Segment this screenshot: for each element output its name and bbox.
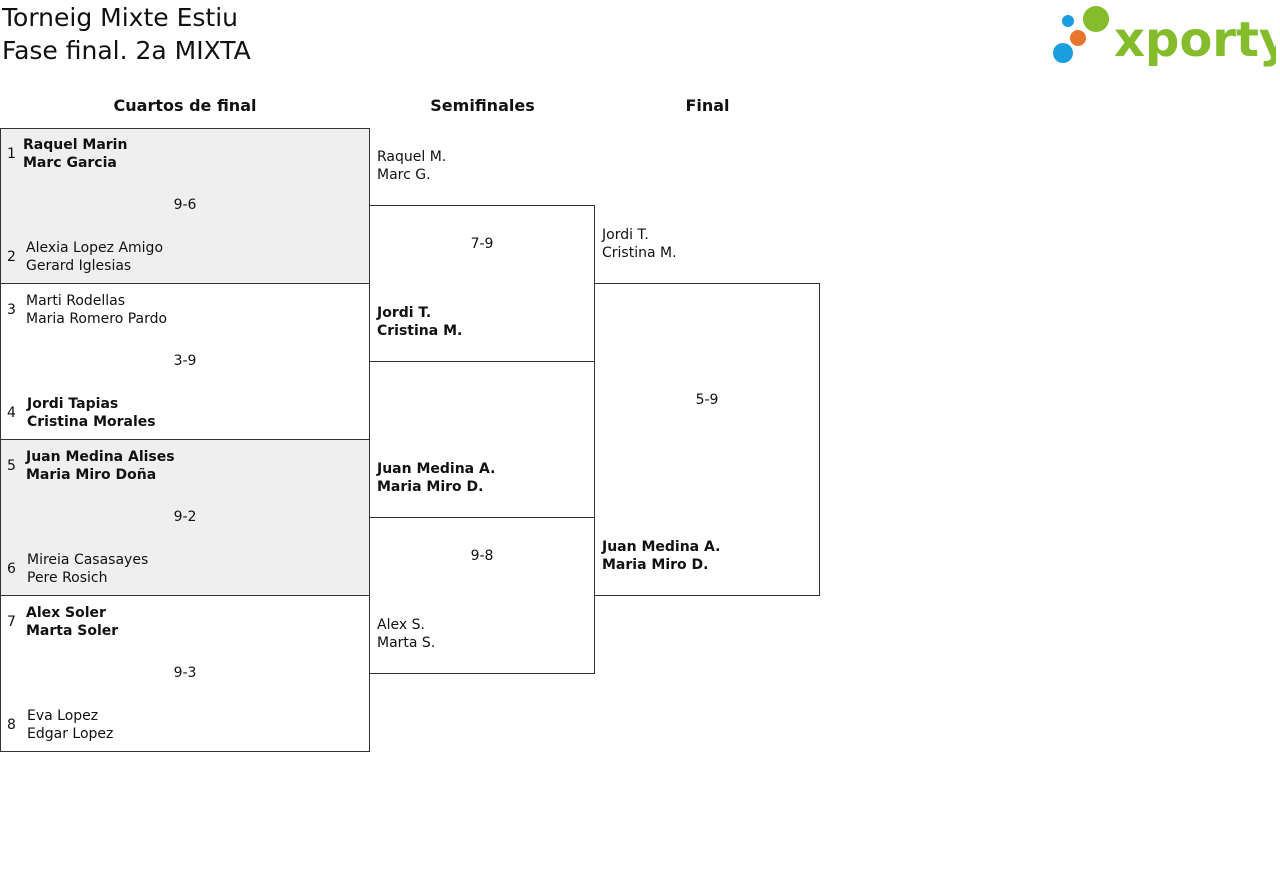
tournament-title: Torneig Mixte Estiu <box>2 3 238 32</box>
round-header-final: Final <box>685 96 730 115</box>
player-name[interactable]: Marti Rodellas <box>26 293 126 309</box>
match-score: 9-3 <box>173 665 197 681</box>
player-name[interactable]: Pere Rosich <box>27 570 108 586</box>
seed-number: 8 <box>7 717 16 733</box>
player-name[interactable]: Cristina M. <box>602 245 677 261</box>
logo-dot-orange <box>1070 30 1086 46</box>
xporty-logo-mark: xporty <box>1053 6 1280 68</box>
seed-number: 1 <box>7 146 16 162</box>
player-name[interactable]: Marc G. <box>377 167 431 183</box>
seed-number: 6 <box>7 561 16 577</box>
logo-wordmark: xporty <box>1114 12 1276 68</box>
seed-number: 5 <box>7 458 16 474</box>
player-name[interactable]: Cristina Morales <box>27 414 156 430</box>
logo-dot-blue-small <box>1062 15 1074 27</box>
final-match[interactable] <box>594 283 820 596</box>
player-name[interactable]: Juan Medina A. <box>377 461 496 477</box>
logo-dot-green <box>1083 6 1109 32</box>
player-name[interactable]: Marc Garcia <box>23 155 117 171</box>
quarterfinal-match-3[interactable] <box>0 439 370 596</box>
xporty-logo[interactable]: xporty <box>1050 4 1280 68</box>
seed-number: 4 <box>7 405 16 421</box>
match-score: 9-2 <box>173 509 197 525</box>
round-header-quarterfinals: Cuartos de final <box>113 96 257 115</box>
match-score: 3-9 <box>173 353 197 369</box>
player-name[interactable]: Alex S. <box>377 617 425 633</box>
player-name[interactable]: Eva Lopez <box>27 708 99 724</box>
player-name[interactable]: Juan Medina Alises <box>26 449 175 465</box>
player-name[interactable]: Mireia Casasayes <box>27 552 149 568</box>
seed-number: 7 <box>7 614 16 630</box>
player-name[interactable]: Alexia Lopez Amigo <box>26 240 164 256</box>
player-name[interactable]: Jordi T. <box>602 227 649 243</box>
match-score: 5-9 <box>695 392 719 408</box>
quarterfinal-match-1[interactable] <box>0 128 370 284</box>
player-name[interactable]: Marta S. <box>377 635 436 651</box>
player-name[interactable]: Raquel M. <box>377 149 447 165</box>
seed-number: 3 <box>7 302 16 318</box>
player-name[interactable]: Maria Miro D. <box>377 479 484 495</box>
player-name[interactable]: Cristina M. <box>377 323 463 339</box>
player-name[interactable]: Maria Miro D. <box>602 557 709 573</box>
player-name[interactable]: Maria Miro Doña <box>26 467 157 483</box>
player-name[interactable]: Edgar Lopez <box>27 726 114 742</box>
logo-dot-blue <box>1053 43 1073 63</box>
player-name[interactable]: Maria Romero Pardo <box>26 311 168 327</box>
player-name[interactable]: Jordi T. <box>377 305 432 321</box>
player-name[interactable]: Alex Soler <box>26 605 106 621</box>
player-name[interactable]: Gerard Iglesias <box>26 258 132 274</box>
round-header-semifinals: Semifinales <box>430 96 535 115</box>
player-name[interactable]: Jordi Tapias <box>27 396 119 412</box>
seed-number: 2 <box>7 249 16 265</box>
phase-title: Fase final. 2a MIXTA <box>2 36 251 65</box>
player-name[interactable]: Raquel Marin <box>23 137 128 153</box>
match-score: 9-8 <box>470 548 494 564</box>
match-score: 7-9 <box>470 236 494 252</box>
player-name[interactable]: Marta Soler <box>26 623 119 639</box>
match-score: 9-6 <box>173 197 197 213</box>
player-name[interactable]: Juan Medina A. <box>602 539 721 555</box>
